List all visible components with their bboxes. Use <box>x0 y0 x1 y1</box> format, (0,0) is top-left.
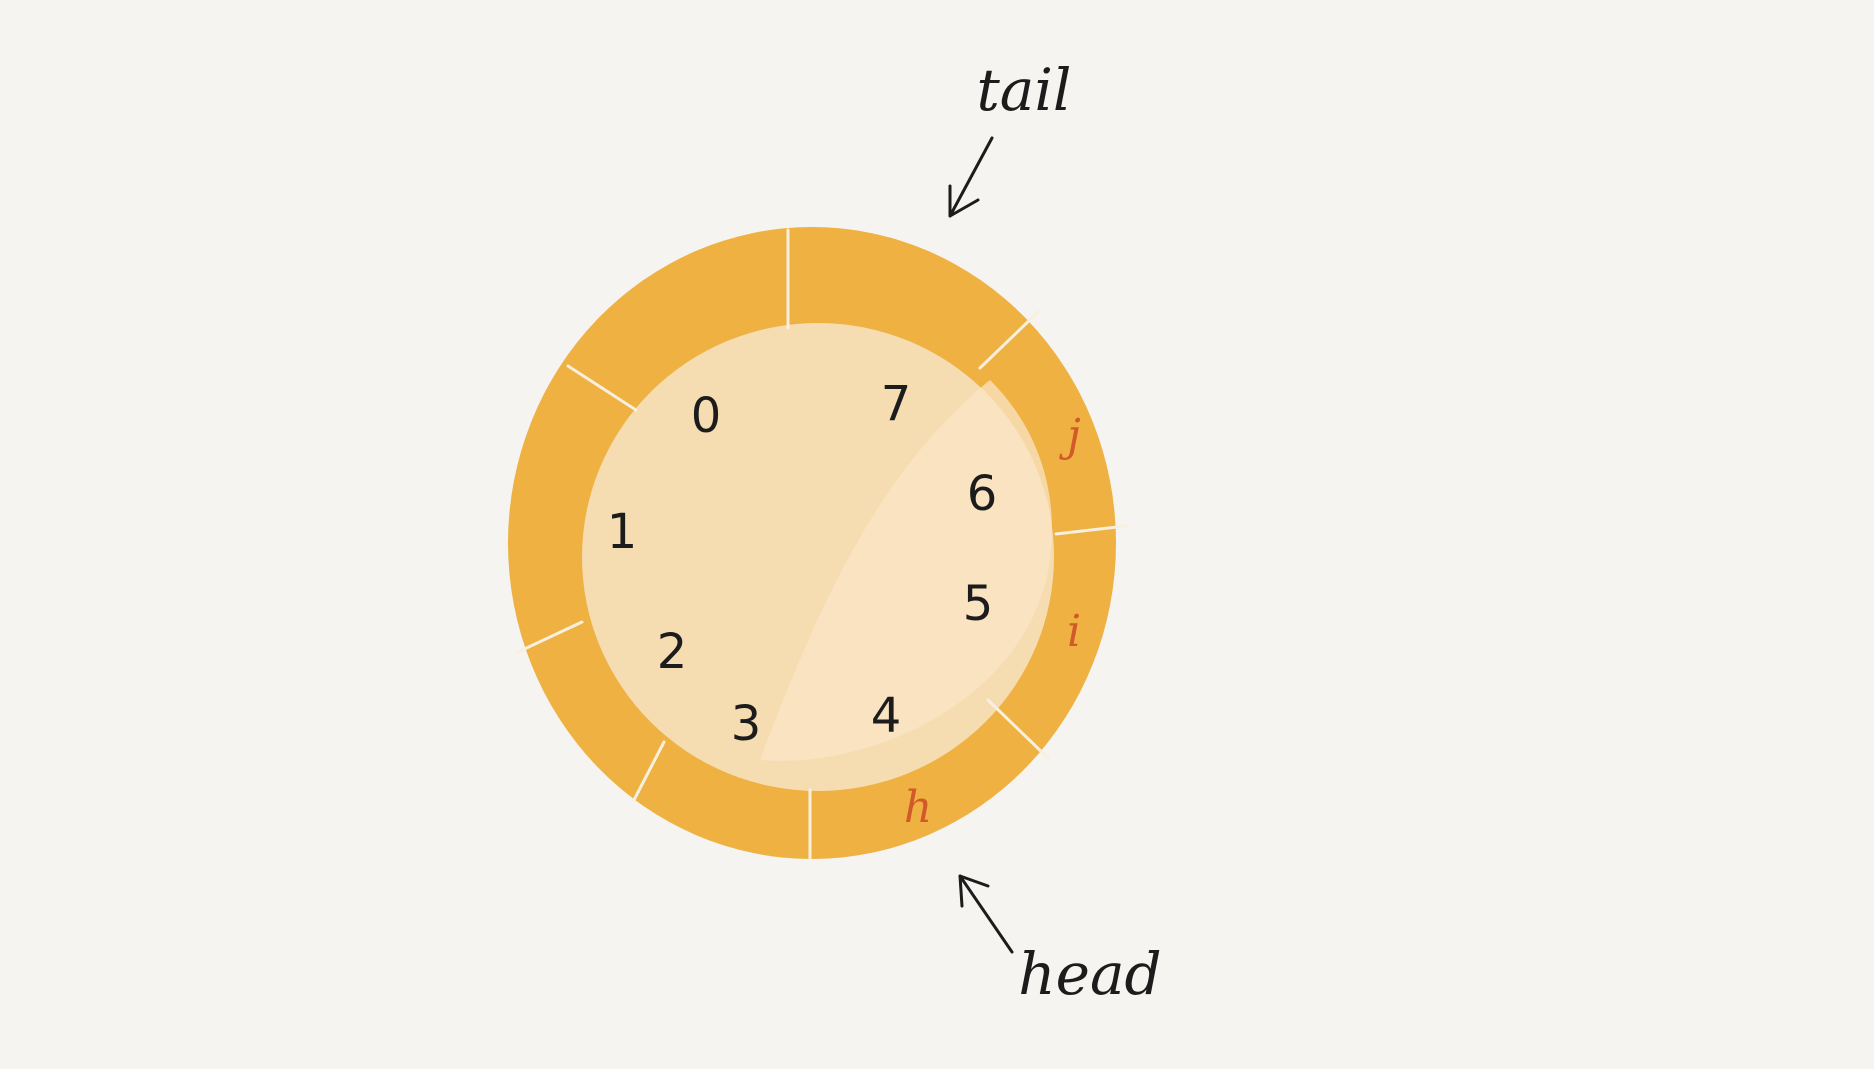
head-pointer: head <box>958 874 1162 1008</box>
slot-index-labels: 0 1 2 3 4 5 6 7 <box>607 376 998 752</box>
head-arrow <box>958 874 1014 954</box>
slot-dividers <box>516 228 1128 860</box>
slot-index-1: 1 <box>607 504 638 560</box>
divider-5-4 <box>986 698 1050 760</box>
divider-1-0 <box>566 364 638 412</box>
slot-index-3: 3 <box>731 696 762 752</box>
slot-index-0: 0 <box>691 388 722 444</box>
slot-index-4: 4 <box>871 688 902 744</box>
slot-index-6: 6 <box>967 466 998 522</box>
tail-pointer: tail <box>948 56 1072 218</box>
divider-3-2 <box>632 740 666 802</box>
tail-arrow <box>948 136 994 218</box>
divider-6-5 <box>1054 524 1128 536</box>
divider-2-1 <box>516 620 584 654</box>
slot-value-labels: h i j <box>904 410 1081 833</box>
slot-index-5: 5 <box>963 576 994 632</box>
tail-label: tail <box>977 56 1072 124</box>
slot-index-2: 2 <box>657 624 688 680</box>
slot-index-7: 7 <box>881 376 912 432</box>
slot-value-4: h <box>904 782 932 833</box>
head-label: head <box>1018 940 1161 1008</box>
slot-value-5: i <box>1067 606 1081 657</box>
divider-7-6 <box>978 310 1040 370</box>
inner-disc-highlight <box>760 380 1052 761</box>
